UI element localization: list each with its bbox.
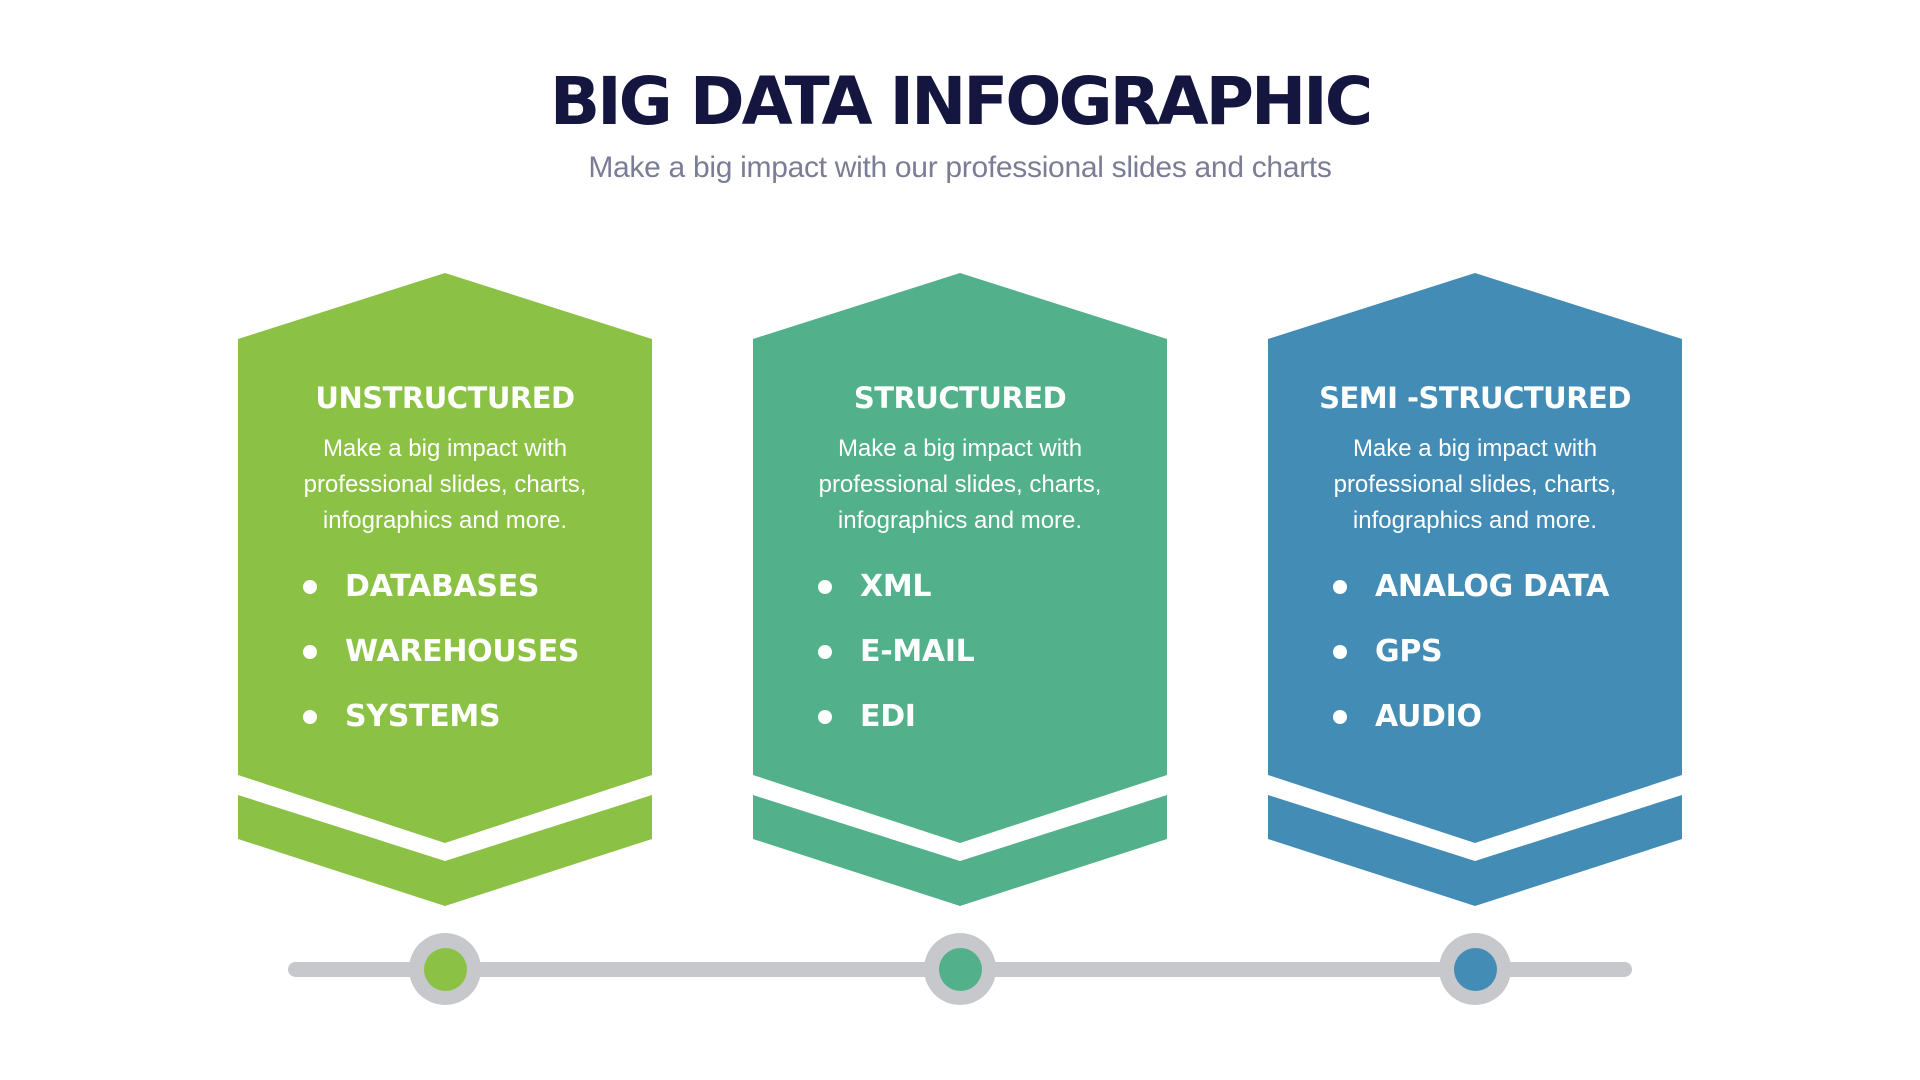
card-heading: SEMI -STRUCTURED — [1319, 381, 1631, 415]
card-body-shape — [1268, 273, 1682, 843]
list-item: E-MAIL — [753, 630, 1167, 695]
card-description: Make a big impact with professional slid… — [1333, 435, 1617, 534]
card-body-shape — [753, 273, 1167, 843]
card-structured: STRUCTURED Make a big impact with profes… — [753, 273, 1167, 913]
timeline-dot-icon — [938, 947, 982, 991]
list-item-label: DATABASES — [345, 569, 540, 604]
bullet-icon — [303, 710, 317, 724]
list-item: XML — [753, 565, 1167, 630]
list-item-label: AUDIO — [1375, 699, 1482, 734]
list-item: ANALOG DATA — [1268, 565, 1682, 630]
list-item: AUDIO — [1268, 695, 1682, 760]
timeline-node-3 — [1439, 933, 1511, 1005]
bullet-icon — [303, 645, 317, 659]
chevron-shape — [238, 795, 652, 906]
timeline-node-2 — [924, 933, 996, 1005]
list-item: EDI — [753, 695, 1167, 760]
hexagon-card-shape — [238, 273, 652, 906]
list-item: GPS — [1268, 630, 1682, 695]
hexagon-card-shape — [1268, 273, 1682, 906]
timeline-node-1 — [409, 933, 481, 1005]
chevron-shape — [1268, 795, 1682, 906]
bullet-icon — [818, 580, 832, 594]
page-title: BIG DATA INFOGRAPHIC — [549, 63, 1373, 140]
list-item: DATABASES — [238, 565, 652, 630]
bullet-icon — [818, 710, 832, 724]
card-description: Make a big impact with professional slid… — [303, 435, 587, 534]
card-heading: STRUCTURED — [853, 381, 1067, 415]
list-item-label: E-MAIL — [860, 634, 975, 669]
bullet-icon — [1333, 645, 1347, 659]
card-heading: UNSTRUCTURED — [315, 381, 575, 415]
bullet-icon — [818, 645, 832, 659]
bullet-icon — [303, 580, 317, 594]
list-item-label: WAREHOUSES — [345, 634, 580, 669]
bullet-icon — [1333, 580, 1347, 594]
page-subtitle: Make a big impact with our professional … — [588, 151, 1332, 184]
hexagon-card-shape — [753, 273, 1167, 906]
list-item-label: GPS — [1375, 634, 1443, 669]
card-bullet-list: DATABASES WAREHOUSES SYSTEMS — [238, 565, 652, 760]
timeline-dot-icon — [1453, 947, 1497, 991]
card-bullet-list: ANALOG DATA GPS AUDIO — [1268, 565, 1682, 760]
card-description: Make a big impact with professional slid… — [818, 435, 1102, 534]
card-body-shape — [238, 273, 652, 843]
list-item-label: XML — [860, 569, 932, 604]
chevron-shape — [753, 795, 1167, 906]
list-item-label: EDI — [860, 699, 916, 734]
list-item-label: SYSTEMS — [345, 699, 501, 734]
timeline-dot-icon — [423, 947, 467, 991]
list-item: WAREHOUSES — [238, 630, 652, 695]
list-item-label: ANALOG DATA — [1375, 569, 1610, 604]
bullet-icon — [1333, 710, 1347, 724]
list-item: SYSTEMS — [238, 695, 652, 760]
card-semi-structured: SEMI -STRUCTURED Make a big impact with … — [1268, 273, 1682, 913]
card-unstructured: UNSTRUCTURED Make a big impact with prof… — [238, 273, 652, 913]
card-bullet-list: XML E-MAIL EDI — [753, 565, 1167, 760]
